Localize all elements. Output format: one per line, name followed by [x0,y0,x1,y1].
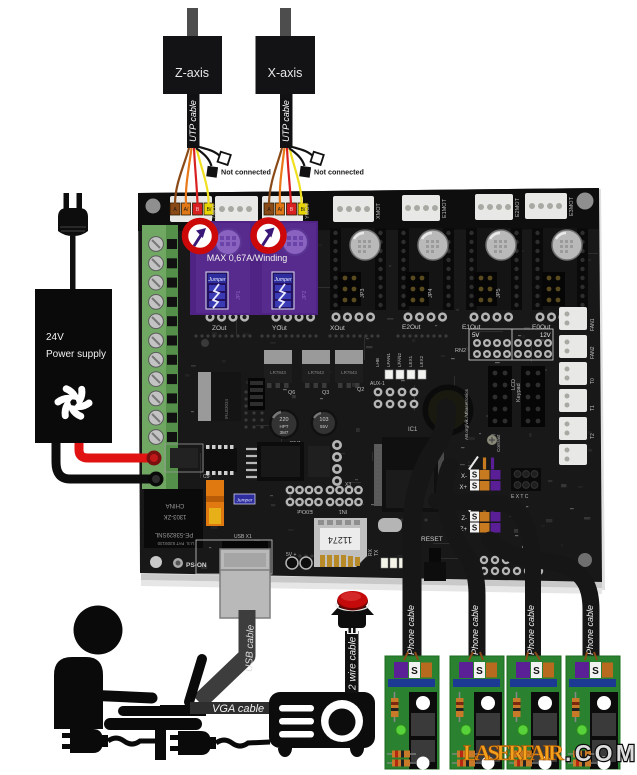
svg-text:5V +: 5V + [286,552,297,558]
svg-text:Not connected: Not connected [314,168,364,177]
svg-text:Q6: Q6 [288,390,295,396]
svg-text:YOut: YOut [272,325,287,332]
svg-text:24V: 24V [46,332,64,343]
svg-text:X+: X+ [459,485,467,491]
svg-text:E0Out: E0Out [297,508,313,514]
svg-text:11274: 11274 [328,535,352,545]
svg-text:E3MOT: E3MOT [569,196,575,216]
svg-text:IN1: IN1 [339,508,348,514]
svg-text:TX: TX [374,549,380,556]
svg-text:55V: 55V [320,424,328,429]
svg-text:FAN1: FAN1 [590,318,596,331]
svg-text:E0Out: E0Out [532,324,551,331]
svg-text:XMOT: XMOT [376,202,382,219]
svg-text:5V: 5V [472,333,479,339]
svg-text:Z-axis: Z-axis [175,66,209,80]
svg-text:E X T C: E X T C [511,494,529,500]
svg-text:RX: RX [368,548,374,556]
svg-text:A: A [173,207,177,213]
svg-text:X-axis: X-axis [268,66,303,80]
svg-text:AB.org/vik./Mbasetronics: AB.org/vik./Mbasetronics [464,388,469,440]
svg-text:B/: B/ [301,207,306,213]
svg-text:UTP cable: UTP cable [281,100,291,142]
svg-text:Q2: Q2 [357,387,364,393]
svg-text:PS-ON: PS-ON [186,562,207,569]
svg-text:ZOut: ZOut [212,325,227,332]
svg-text:B/: B/ [207,207,212,213]
svg-text:A/: A/ [278,207,283,213]
svg-text:B: B [290,207,294,213]
svg-text:C5: C5 [203,474,210,480]
svg-text:B: B [196,207,200,213]
svg-text:USB cable: USB cable [244,624,257,672]
svg-text:MAX 0,67A/Winding: MAX 0,67A/Winding [207,253,288,263]
svg-text:Phone cable: Phone cable [585,605,595,655]
svg-text:2 wire cable: 2 wire cable [348,636,359,691]
svg-text:E2Out: E2Out [402,324,421,331]
svg-text:.COM: .COM [565,740,635,766]
svg-text:AUX-1: AUX-1 [370,381,385,387]
svg-text:12V: 12V [540,333,551,339]
svg-text:IC1: IC1 [408,427,418,433]
svg-text:LEX2: LEX2 [419,355,424,367]
svg-text:CHINA: CHINA [166,502,185,508]
svg-text:Power supply: Power supply [46,349,106,360]
svg-text:LFAN2: LFAN2 [397,353,402,367]
svg-text:XOut: XOut [330,325,345,332]
svg-text:HPT: HPT [280,424,289,429]
svg-text:Keypad: Keypad [516,383,522,402]
svg-text:LEX1: LEX1 [408,355,413,367]
svg-text:U.S. PAT 5309130: U.S. PAT 5309130 [157,541,194,546]
svg-text:A: A [267,207,271,213]
svg-text:JP5: JP5 [496,289,502,298]
svg-text:Not connected: Not connected [221,168,271,177]
svg-text:JP3: JP3 [360,289,366,298]
svg-text:Contrast: Contrast [496,434,501,452]
svg-text:JP4: JP4 [428,289,434,298]
svg-text:X-: X- [461,474,467,480]
svg-text:E2MOT: E2MOT [515,197,521,217]
svg-text:LFAN1: LFAN1 [386,353,391,367]
svg-text:X3: X3 [345,482,351,488]
svg-text:LHB: LHB [375,358,380,367]
svg-text:PE-53829SNL: PE-53829SNL [154,531,193,537]
svg-text:LASERFAIR: LASERFAIR [463,740,565,765]
svg-text:Phone cable: Phone cable [406,605,416,655]
svg-text:FAN2: FAN2 [590,346,596,359]
svg-text:Jumper: Jumper [236,498,253,504]
svg-text:YMOT: YMOT [305,202,311,219]
svg-text:Z+: Z+ [460,527,468,533]
svg-text:LCD: LCD [511,379,517,390]
svg-text:Z-: Z- [461,516,467,522]
svg-text:Phone cable: Phone cable [470,605,480,655]
svg-text:Phone cable: Phone cable [526,605,536,655]
svg-text:RN2: RN2 [455,348,466,354]
svg-text:Q3: Q3 [322,390,329,396]
svg-text:T2: T2 [590,433,596,439]
svg-text:USB X1: USB X1 [234,534,252,540]
svg-text:UTP cable: UTP cable [188,100,198,142]
svg-text:IRLB3034: IRLB3034 [224,398,229,419]
svg-text:E1Out: E1Out [462,324,481,331]
svg-text:E1MOT: E1MOT [442,198,448,218]
svg-text:T1: T1 [590,405,596,411]
svg-text:1303-ZK: 1303-ZK [163,513,186,519]
svg-text:RESET: RESET [421,536,443,543]
svg-text:T0: T0 [590,378,596,384]
svg-text:A/: A/ [184,207,189,213]
svg-text:3M7: 3M7 [280,430,289,435]
svg-text:220: 220 [279,417,288,423]
svg-text:103: 103 [319,417,328,423]
svg-text:JP2: JP2 [302,291,308,300]
svg-text:JP1: JP1 [236,291,242,300]
svg-text:ZMOT: ZMOT [212,203,218,219]
svg-text:VGA cable: VGA cable [212,703,264,715]
